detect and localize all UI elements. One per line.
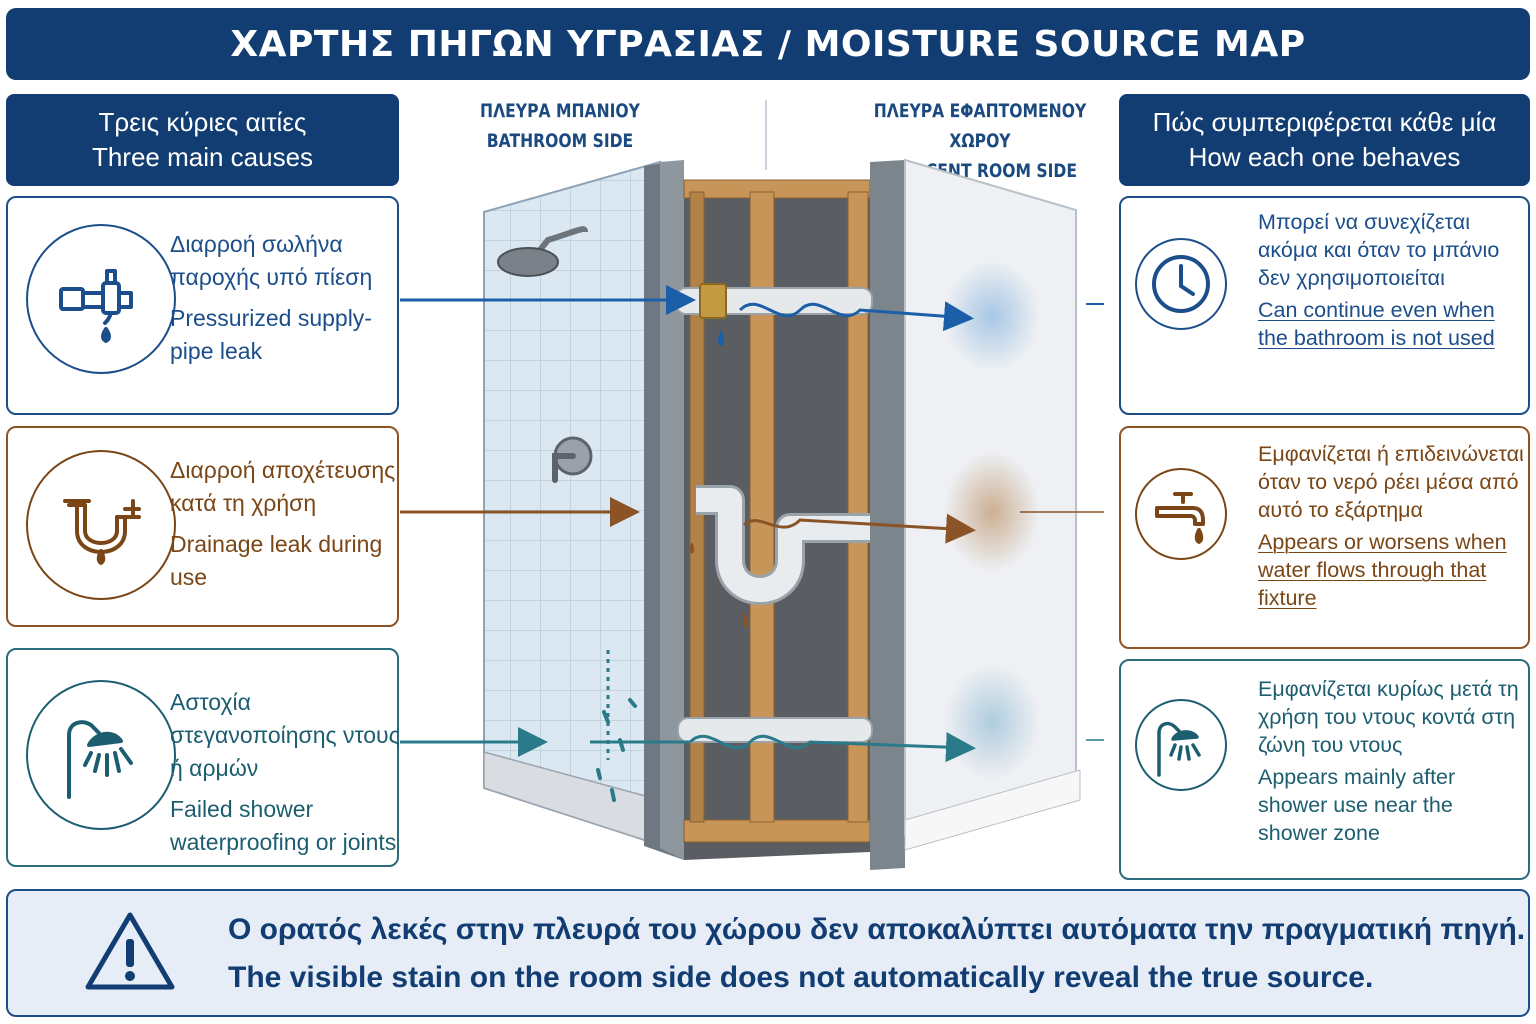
behavior-continuous-english: Can continue even when the bathroom is n…: [1258, 298, 1495, 350]
cause-drain-english: Drainage leak during use: [170, 531, 383, 590]
faucet-icon: [1135, 468, 1227, 560]
behavior-card-flow: Εμφανίζεται ή επιδεινώνεται όταν το νερό…: [1119, 426, 1530, 649]
footer-english: The visible stain on the room side does …: [228, 961, 1374, 994]
page-title: ΧΑΡΤΗΣ ΠΗΓΩΝ ΥΓΡΑΣΙΑΣ / MOISTURE SOURCE …: [6, 8, 1530, 80]
warning-icon: [85, 912, 175, 990]
warning-footer: Ο ορατός λεκές στην πλευρά του χώρου δεν…: [6, 889, 1530, 1017]
footer-greek: Ο ορατός λεκές στην πλευρά του χώρου δεν…: [228, 913, 1526, 946]
causes-header: Τρεις κύριες αιτίες Three main causes: [6, 94, 399, 186]
behaviors-header-english: How each one behaves: [1188, 142, 1461, 172]
causes-header-english: Three main causes: [91, 142, 314, 172]
pipe-leak-icon: [26, 224, 176, 374]
cause-supply-greek: Διαρροή σωλήνα παροχής υπό πίεση: [170, 231, 373, 290]
cause-supply-english: Pressurized supply-pipe leak: [170, 305, 372, 364]
cause-shower-greek: Αστοχία στεγανοποίησης ντους ή αρμών: [170, 689, 400, 781]
adjacent-side-greek: ΠΛΕΥΡΑ ΕΦΑΠΤΟΜΕΝΟΥ ΧΩΡΟΥ: [873, 100, 1087, 152]
behavior-continuous-greek: Μπορεί να συνεχίζεται ακόμα και όταν το …: [1258, 210, 1500, 290]
behaviors-header: Πώς συμπεριφέρεται κάθε μία How each one…: [1119, 94, 1530, 186]
bathroom-side-greek: ΠΛΕΥΡΑ ΜΠΑΝΙΟΥ: [480, 100, 640, 122]
behavior-card-continuous: Μπορεί να συνεχίζεται ακόμα και όταν το …: [1119, 196, 1530, 415]
shower-head-icon: [26, 680, 176, 830]
bathroom-side-english: BATHROOM SIDE: [486, 130, 634, 152]
shower-head-icon: [1135, 699, 1227, 791]
cause-card-drain: Διαρροή αποχέτευσης κατά τη χρήση Draina…: [6, 426, 399, 627]
cause-drain-greek: Διαρροή αποχέτευσης κατά τη χρήση: [170, 457, 396, 516]
behaviors-header-greek: Πώς συμπεριφέρεται κάθε μία: [1152, 107, 1497, 137]
drain-trap-icon: [26, 450, 176, 600]
behavior-shower-english: Appears mainly after shower use near the…: [1258, 765, 1456, 845]
behavior-shower-greek: Εμφανίζεται κυρίως μετά τη χρήση του ντο…: [1258, 677, 1519, 757]
behavior-flow-greek: Εμφανίζεται ή επιδεινώνεται όταν το νερό…: [1258, 442, 1524, 522]
cause-shower-english: Failed shower waterproofing or joints: [170, 796, 397, 855]
behavior-card-shower: Εμφανίζεται κυρίως μετά τη χρήση του ντο…: [1119, 659, 1530, 880]
causes-header-greek: Τρεις κύριες αιτίες: [98, 107, 307, 137]
behavior-flow-english: Appears or worsens when water flows thro…: [1258, 530, 1507, 610]
cause-card-supply: Διαρροή σωλήνα παροχής υπό πίεση Pressur…: [6, 196, 399, 415]
bathroom-side-label: ΠΛΕΥΡΑ ΜΠΑΝΙΟΥ BATHROOM SIDE: [462, 96, 659, 156]
wall-cross-section-illustration: [400, 100, 1104, 870]
clock-icon: [1135, 238, 1227, 330]
cause-card-shower: Αστοχία στεγανοποίησης ντους ή αρμών Fai…: [6, 648, 400, 867]
